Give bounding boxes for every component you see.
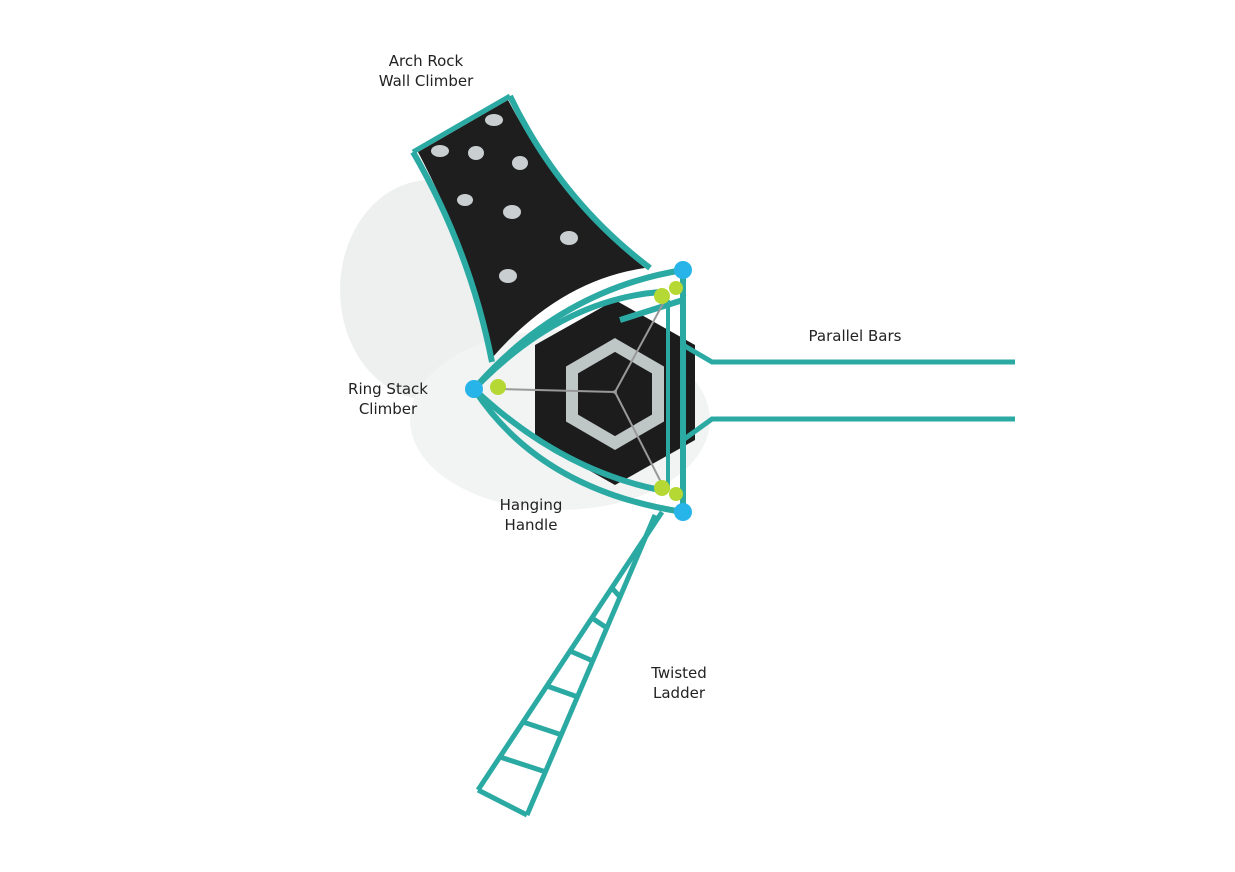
label-twisted-ladder: Twisted Ladder [651,663,707,703]
label-arch-rock-wall-climber: Arch Rock Wall Climber [379,51,474,91]
label-line: Arch Rock [388,52,464,70]
twisted-ladder [475,510,665,818]
label-ring-stack-climber: Ring Stack Climber [348,379,428,419]
label-line: Wall Climber [378,72,474,90]
label-line: Handle [504,516,558,534]
climbing-holds [431,114,578,283]
post-caps [465,261,692,521]
label-parallel-bars: Parallel Bars [809,326,902,346]
label-line: Ladder [653,684,705,702]
label-line: Climber [358,400,418,418]
post-cap-icon [674,503,692,521]
post-cap-icon [465,380,483,398]
frame [471,267,686,515]
label-line: Parallel Bars [808,327,902,345]
label-line: Ring Stack [348,380,428,398]
parallel-bars [681,342,1015,443]
support-cables [499,299,666,491]
label-line: Hanging [499,496,563,514]
post-cap-icon [674,261,692,279]
label-line: Twisted [651,664,707,682]
clamps [490,281,683,501]
arch-rock-wall-climber [410,93,652,363]
label-hanging-handle: Hanging Handle [500,495,563,535]
